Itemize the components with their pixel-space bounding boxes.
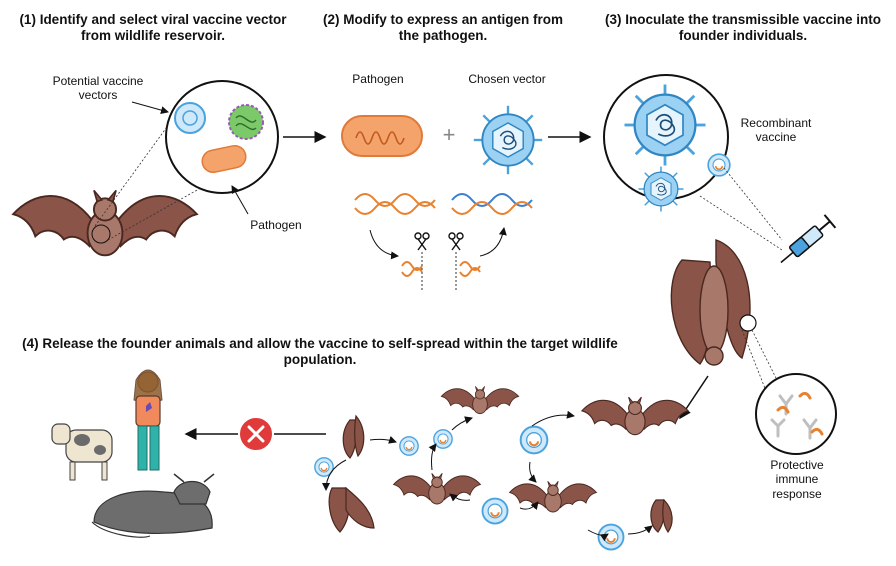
vector-virus-icon (174, 102, 206, 134)
bat-sample-spot (91, 224, 111, 244)
syringe-icon (780, 214, 837, 264)
chosen-vector-label: Chosen vector (468, 72, 546, 86)
bat-pathogen-label: Pathogen (250, 218, 302, 232)
spreading-bat-3 (392, 472, 482, 505)
potential-vectors-label: Potential vaccine vectors (52, 74, 144, 103)
chosen-vector-icon (472, 104, 544, 176)
spreading-bat-2 (581, 396, 689, 436)
hanging-bat-1 (342, 414, 365, 459)
lying-cow-icon (91, 473, 215, 538)
cow-icon (51, 423, 113, 481)
blocked-icon (238, 416, 274, 452)
virus-green-icon (228, 104, 264, 140)
vaccine-transfer-bubble-2 (399, 436, 419, 456)
scissors-icon-2 (448, 232, 464, 251)
step-3-title: (3) Inoculate the transmissible vaccine … (604, 12, 882, 44)
recombinant-vaccine-icon (707, 153, 731, 177)
recombinant-vaccine-circle (603, 74, 729, 213)
inoculation-spot (739, 314, 757, 332)
vaccine-transfer-bubble-5 (481, 497, 509, 525)
protective-response-label: Protective immune response (770, 458, 824, 501)
hanging-bat-2 (328, 486, 375, 533)
spreading-bat-1 (440, 385, 520, 415)
pathogen-icon (341, 115, 423, 157)
antibody-circle (755, 373, 837, 455)
vaccine-transfer-bubble-3 (433, 429, 453, 449)
step-4-title: (4) Release the founder animals and allo… (22, 336, 618, 368)
cut-dna-fragment (401, 261, 481, 277)
vector-dna-icon (451, 193, 533, 215)
vaccine-transfer-bubble-6 (597, 523, 625, 551)
scissors-icon (414, 232, 430, 251)
vaccine-transfer-bubble-4 (519, 425, 549, 455)
recombinant-vaccine-label: Recombinant vaccine (740, 116, 812, 145)
spreading-bat-4 (508, 480, 598, 513)
svg-text:+: + (443, 122, 456, 147)
step-2-title: (2) Modify to express an antigen from th… (322, 12, 564, 44)
pathogen-label: Pathogen (352, 72, 404, 86)
dna-icon (354, 193, 436, 215)
person-icon (133, 369, 163, 471)
step-1-title: (1) Identify and select viral vaccine ve… (19, 12, 287, 44)
founder-bat-icon (670, 239, 751, 366)
reservoir-bat (11, 189, 199, 257)
pathogen-small-icon (201, 144, 247, 174)
hanging-bat-3 (650, 498, 673, 534)
vector-selection-circle (165, 80, 279, 194)
